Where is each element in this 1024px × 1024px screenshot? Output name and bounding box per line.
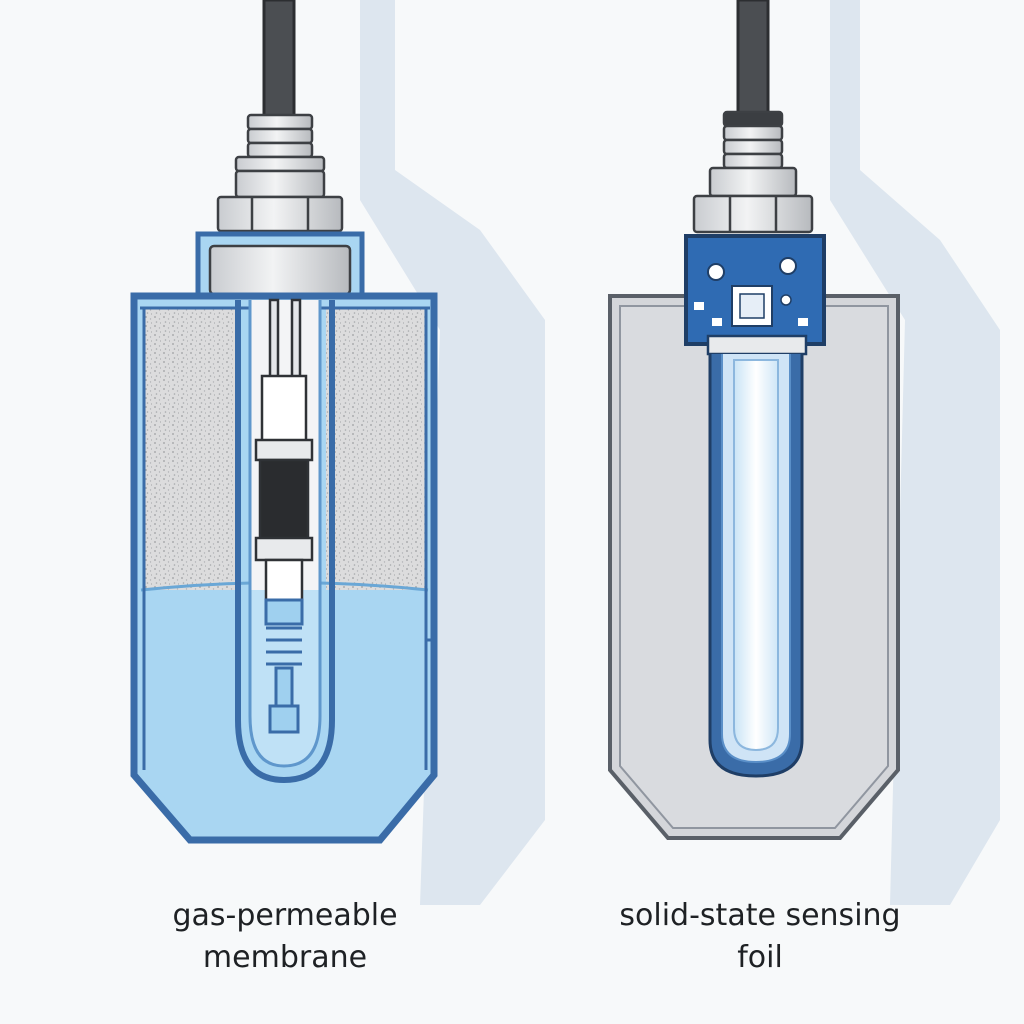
right-probe-label-line2: foil bbox=[560, 937, 960, 979]
left-cable bbox=[264, 0, 294, 120]
left-probe-label-line2: membrane bbox=[100, 937, 470, 979]
right-circuit-board bbox=[686, 236, 824, 354]
left-foam-left bbox=[144, 308, 238, 590]
right-probe-label: solid-state sensing foil bbox=[560, 895, 960, 979]
right-probe-label-line1: solid-state sensing bbox=[560, 895, 960, 937]
left-foam-right bbox=[326, 308, 426, 590]
left-probe-label-line1: gas-permeable bbox=[100, 895, 470, 937]
right-threaded-fitting bbox=[694, 112, 812, 232]
right-cable bbox=[738, 0, 768, 118]
left-probe-label: gas-permeable membrane bbox=[100, 895, 470, 979]
right-glass-insert bbox=[734, 360, 778, 750]
